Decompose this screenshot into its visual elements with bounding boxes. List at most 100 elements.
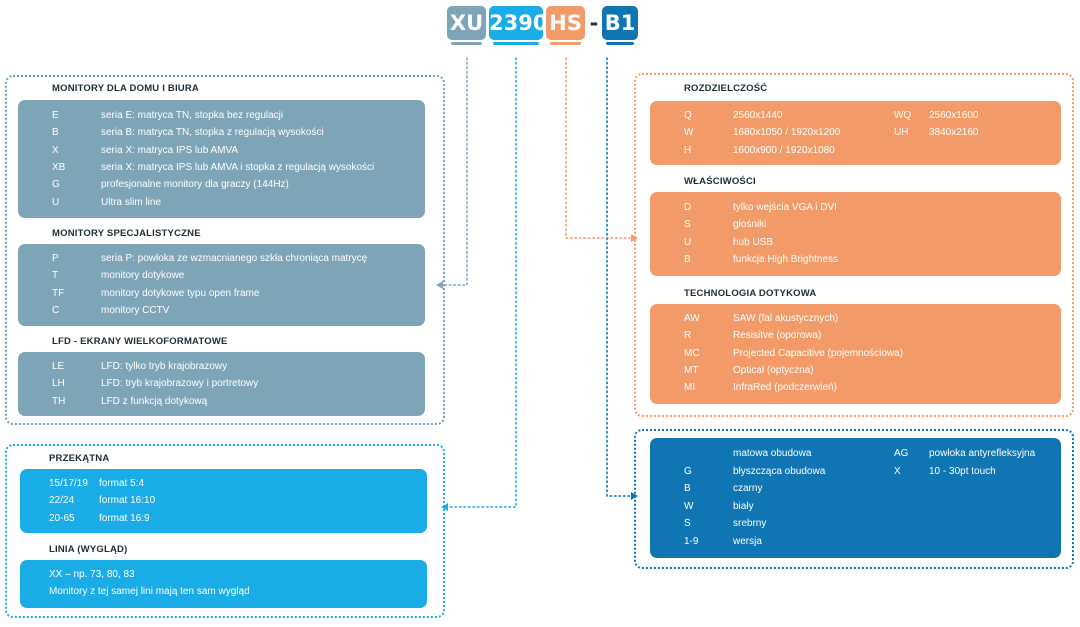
touch-title: TECHNOLOGIA DOTYKOWA <box>684 288 817 299</box>
row-desc: srebrny <box>733 518 767 529</box>
row-desc: biały <box>733 500 754 512</box>
connector-cyan <box>445 57 517 508</box>
features-group-frame <box>634 73 1074 417</box>
size-line-group-frame <box>5 444 445 618</box>
row-code: W <box>684 500 694 512</box>
row-code: S <box>684 518 691 529</box>
row-desc-2: powłoka antyrefleksyjna <box>929 448 1036 459</box>
row-code: 22/24 <box>49 495 75 507</box>
row-desc: LFD z funkcją dotykową <box>101 395 208 407</box>
row-code: X <box>52 144 59 156</box>
row-code: XB <box>52 161 66 173</box>
row-desc: monitory dotykowe <box>101 270 185 282</box>
row-desc: funkcja High Brightness <box>733 253 839 265</box>
row-desc-2: 10 - 30pt touch <box>929 465 996 477</box>
row-desc: seria X: matryca IPS lub AMVA <box>101 144 239 156</box>
row-desc: LFD: tylko tryb krajobrazowy <box>101 361 228 372</box>
row-code-2: AG <box>894 448 909 459</box>
row-code: T <box>52 270 59 282</box>
code-part-series: XU <box>447 6 486 45</box>
specialist-title: MONITORY SPECJALISTYCZNE <box>52 228 201 239</box>
code-part-size: 2390 <box>489 6 547 45</box>
row-desc: seria P: powłoka ze wzmacnianego szkła c… <box>101 253 368 264</box>
series-group-frame <box>5 75 445 425</box>
row-desc: format 16:9 <box>99 512 150 524</box>
table-row: 15/17/19 format 5:4 <box>20 475 427 492</box>
row-desc: profesjonalne monitory dla graczy (144Hz… <box>101 179 289 191</box>
home-office-title: MONITORY DLA DOMU I BIURA <box>52 83 199 94</box>
row-desc: głośniki <box>733 219 767 231</box>
features-title: WŁAŚCIWOŚCI <box>684 176 756 187</box>
line-text-2: Monitory z tej samej lini mają ten sam w… <box>49 586 250 597</box>
table-row: XB seria X: matryca IPS lub AMVA i stopka… <box>18 159 425 176</box>
row-code: 15/17/19 <box>49 478 88 489</box>
row-code: Q <box>684 110 692 121</box>
row-desc: seria B: matryca TN, stopka z regulacją … <box>101 127 324 139</box>
row-code: R <box>684 330 692 342</box>
row-code: S <box>684 219 691 231</box>
row-code-2: UH <box>894 127 909 139</box>
finish-group-frame <box>634 429 1074 569</box>
arrow-head-gray <box>436 281 443 289</box>
connector-gray <box>439 57 468 286</box>
table-row: matowa obudowa AG powłoka antyrefleksyjna <box>650 445 1061 462</box>
row-desc: 1600x900 / 1920x1080 <box>733 144 835 156</box>
row-desc: matowa obudowa <box>733 448 812 459</box>
row-code: B <box>684 483 691 494</box>
row-code: U <box>52 196 60 208</box>
table-row: R Resisitve (oporowa) <box>650 327 1061 344</box>
row-desc: wersja <box>733 535 762 547</box>
row-desc: Resisitve (oporowa) <box>733 330 822 342</box>
row-desc: seria E: matryca TN, stopka bez regulacj… <box>101 110 284 121</box>
row-code: U <box>684 236 692 248</box>
connector-orange <box>565 57 631 239</box>
row-code: G <box>684 465 692 477</box>
row-code: W <box>684 127 694 139</box>
row-desc: format 5:4 <box>99 478 145 489</box>
row-desc: monitory dotykowe typu open frame <box>101 287 260 299</box>
row-code: G <box>52 179 60 191</box>
row-code-2: WQ <box>894 110 912 121</box>
row-desc: seria X: matryca IPS lub AMVA i stopka z… <box>101 161 375 173</box>
row-code: MC <box>684 347 700 359</box>
line-panel: XX – np. 73, 80, 83 Monitory z tej samej… <box>20 560 427 608</box>
row-desc-2: 2560x1600 <box>929 110 979 121</box>
line-text-row: XX – np. 73, 80, 83 <box>20 566 427 583</box>
row-desc-2: 3840x2160 <box>929 127 979 139</box>
row-code: 20-65 <box>49 512 75 524</box>
row-code: AW <box>684 313 700 324</box>
row-desc: monitory CCTV <box>101 304 170 316</box>
row-code: MT <box>684 364 699 376</box>
diagonal-title: PRZEKĄTNA <box>49 453 110 464</box>
resolution-title: ROZDZIELCZOŚĆ <box>684 83 768 94</box>
row-desc: błyszcząca obudowa <box>733 465 826 477</box>
lfd-title: LFD - EKRANY WIELKOFORMATOWE <box>52 336 228 347</box>
row-desc: Optical (optyczna) <box>733 364 814 376</box>
code-part-finish: B1 <box>602 6 638 45</box>
